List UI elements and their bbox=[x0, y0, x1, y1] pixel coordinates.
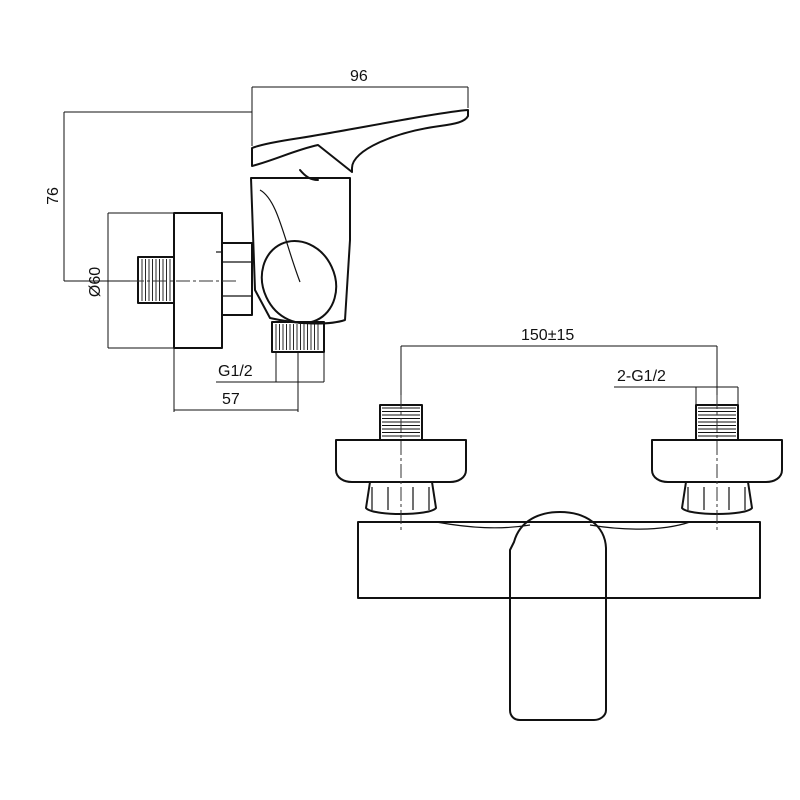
dim-diameter: Ø60 bbox=[87, 267, 104, 297]
side-view bbox=[137, 109, 469, 353]
dim-outlet-threads: 2-G1/2 bbox=[617, 368, 666, 385]
front-body bbox=[357, 521, 761, 599]
dim-center-distance: 150±15 bbox=[521, 327, 574, 344]
side-handle-lever bbox=[251, 109, 469, 173]
front-right-nut bbox=[681, 481, 753, 515]
side-oval-disc bbox=[260, 240, 338, 324]
front-lever-handle bbox=[509, 511, 607, 721]
front-right-flange bbox=[651, 439, 783, 483]
dim-inlet-thread: G1/2 bbox=[218, 363, 253, 380]
front-dimensions bbox=[400, 345, 739, 530]
dim-depth: 57 bbox=[222, 391, 240, 408]
dim-top-width: 96 bbox=[350, 68, 368, 85]
side-cartridge-body bbox=[250, 177, 351, 325]
front-left-nut bbox=[365, 481, 437, 515]
front-left-flange bbox=[335, 439, 467, 483]
dim-height: 76 bbox=[45, 187, 62, 205]
side-dimensions bbox=[63, 86, 469, 412]
front-view bbox=[335, 404, 783, 721]
side-outlet-fitting bbox=[271, 321, 325, 353]
side-hex-nut bbox=[221, 242, 253, 316]
side-threaded-connector bbox=[137, 256, 175, 304]
